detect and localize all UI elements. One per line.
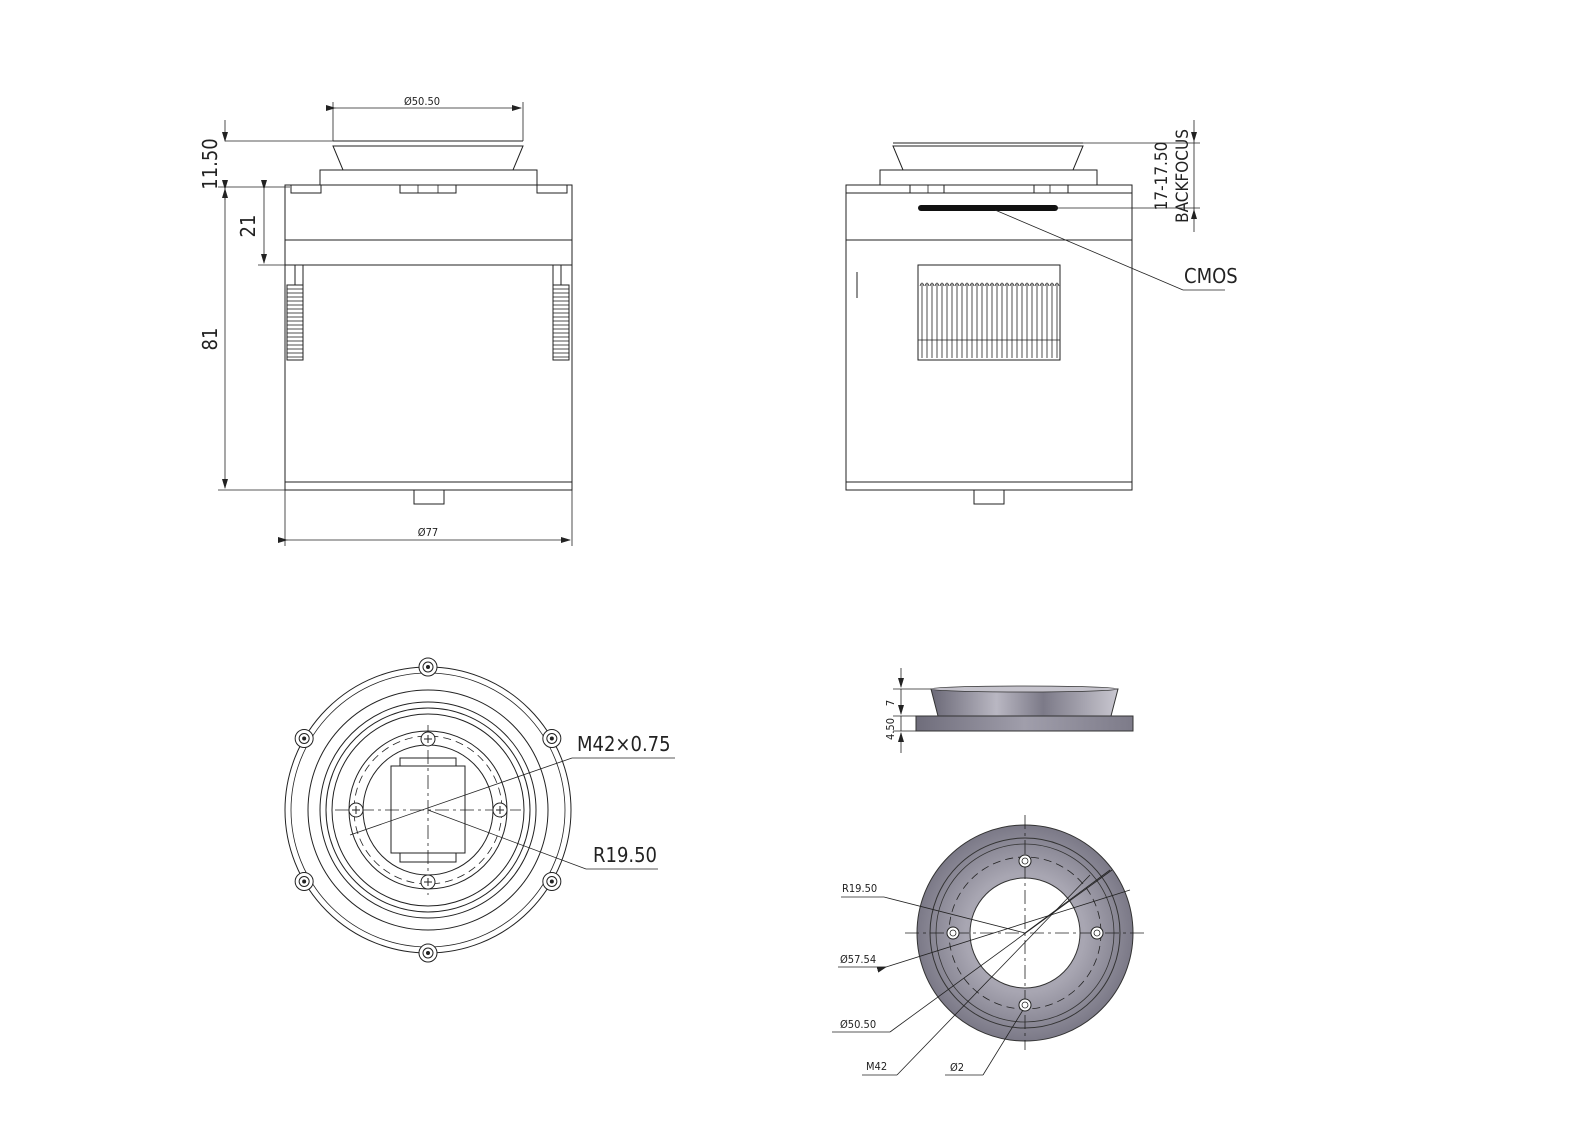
adapter-base: [915, 715, 1134, 732]
front-right-bolt: [552, 264, 570, 361]
thread-label: M42×0.75: [577, 732, 671, 756]
dim-backfocus-value: 17-17.50: [1152, 142, 1172, 211]
cmos-sensor: [918, 205, 1058, 211]
heatsink: [917, 264, 1061, 361]
adapter-side-view: 7 4.50: [884, 668, 1134, 753]
dim-body-diameter: Ø77: [418, 526, 438, 539]
adapter-face-view: R19.50 Ø57.54 Ø50.50 M42 Ø2: [832, 815, 1145, 1076]
adapter-radius-label: R19.50: [842, 882, 877, 895]
dim-base-height: 4.50: [884, 718, 897, 740]
adapter-hole-diameter-label: Ø2: [950, 1061, 964, 1074]
dim-top-diameter: Ø50.50: [404, 95, 440, 108]
adapter-hole-icon: [1018, 854, 1032, 868]
cmos-label: CMOS: [1184, 264, 1238, 288]
front-adapter-base: [319, 169, 538, 186]
adapter-outer-diameter-label: Ø57.54: [840, 953, 876, 966]
side-view: 17-17.50 BACKFOCUS CMOS: [845, 120, 1238, 505]
dim-upper-height: 21: [236, 215, 260, 238]
adapter-hole-icon: [1018, 998, 1032, 1012]
adapter-hole-icon: [946, 926, 960, 940]
front-lower-body: [284, 264, 573, 491]
dim-backfocus-label: BACKFOCUS: [1173, 129, 1193, 223]
front-left-bolt: [286, 264, 304, 361]
front-bottom-knob: [413, 489, 445, 505]
adapter-mid-diameter-label: Ø50.50: [840, 1018, 876, 1031]
front-adapter-cone: [332, 145, 524, 171]
camera-face-view: M42×0.75 R19.50: [284, 657, 675, 963]
side-body: [845, 184, 1133, 491]
front-view: Ø50.50 11.50 21 81 Ø77: [198, 95, 573, 546]
adapter-thread-label: M42: [866, 1060, 887, 1073]
dim-total-height: 81: [198, 328, 222, 351]
adapter-hole-icon: [1090, 926, 1104, 940]
dim-flange-height: 11.50: [198, 138, 222, 190]
dim-cone-height: 7: [884, 700, 897, 706]
radius-label: R19.50: [593, 843, 657, 867]
front-upper-body: [284, 184, 573, 266]
adapter-cone: [930, 688, 1119, 717]
